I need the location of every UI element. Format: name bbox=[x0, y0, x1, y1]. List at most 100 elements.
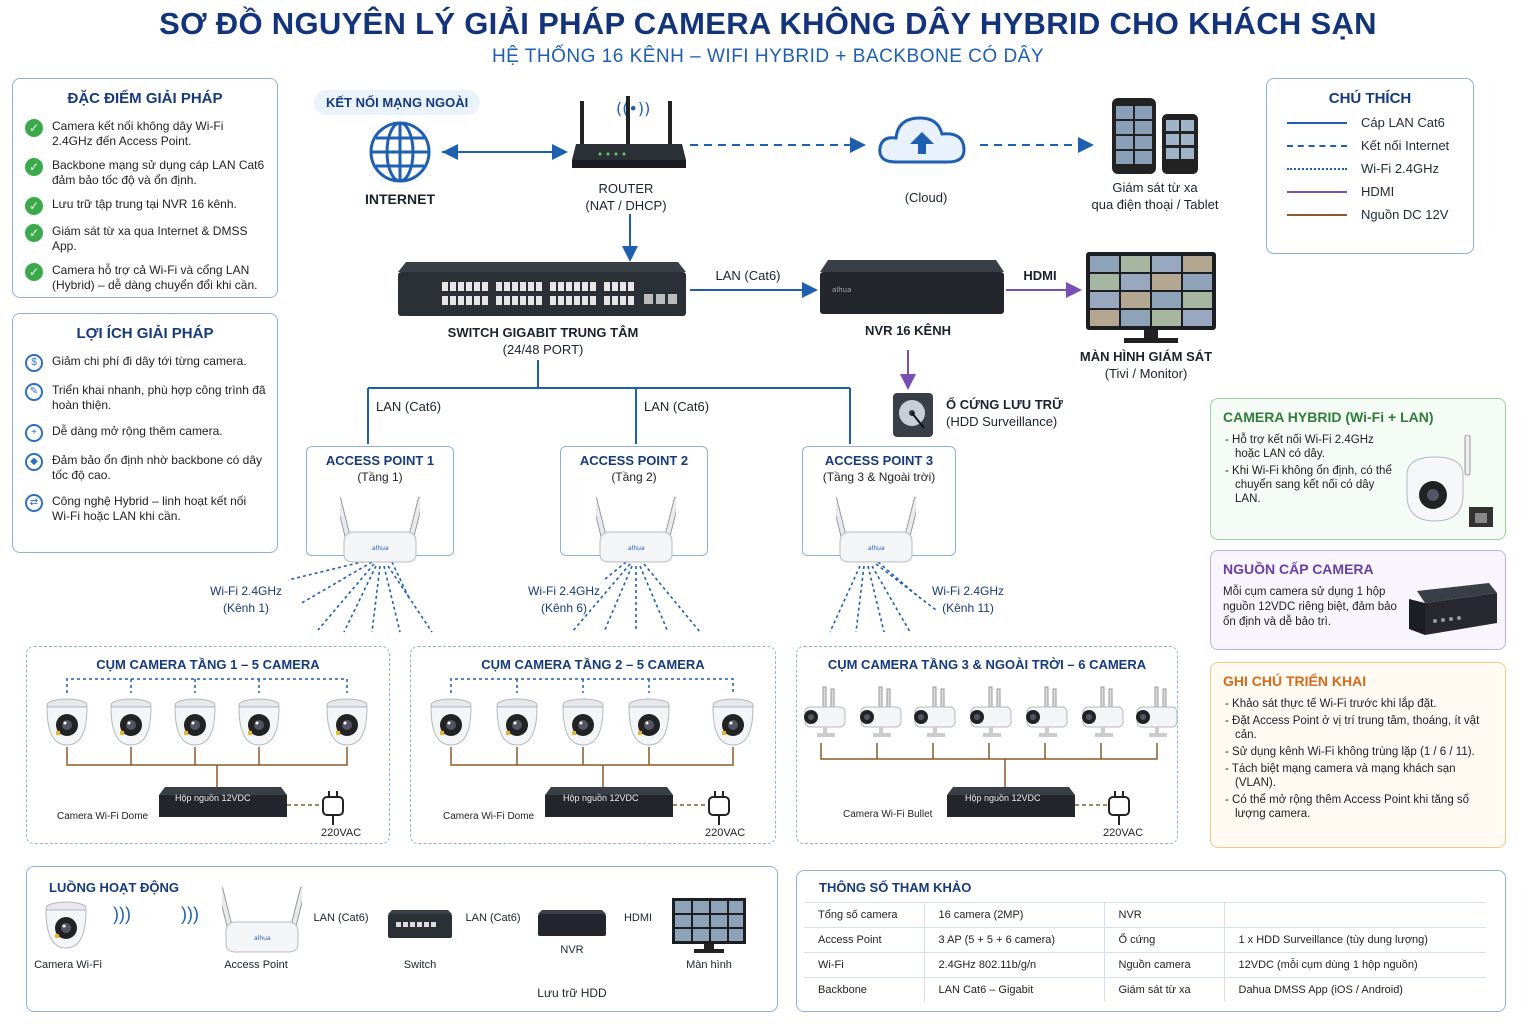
features-panel: ĐẶC ĐIỂM GIẢI PHÁP ✓Camera kết nối không… bbox=[12, 78, 278, 298]
cloud-label: (Cloud) bbox=[904, 190, 948, 205]
check-icon: ✓ bbox=[25, 197, 43, 215]
check-icon: ✓ bbox=[25, 224, 43, 242]
flow-ap-label: Access Point bbox=[224, 959, 288, 971]
note-item: - Tách biệt mạng camera và mạng khách sạ… bbox=[1225, 763, 1456, 789]
hybrid-item: - Hỗ trợ kết nối Wi-Fi 2.4GHz hoặc LAN c… bbox=[1225, 434, 1374, 460]
router-icon: ((•)) bbox=[572, 96, 686, 168]
external-network-tag: KẾT NỐI MẠNG NGOÀI bbox=[314, 90, 481, 115]
benefit-item: +Dễ dàng mở rộng thêm camera. bbox=[25, 424, 267, 442]
hybrid-item: - Khi Wi-Fi không ổn định, có thể chuyển… bbox=[1225, 465, 1392, 505]
note-item: - Sử dụng kênh Wi-Fi không trùng lặp (1 … bbox=[1225, 746, 1475, 758]
legend-item: Kết nối Internet bbox=[1287, 138, 1473, 153]
feature-item: ✓Camera hỗ trợ cả Wi-Fi và cổng LAN (Hyb… bbox=[25, 263, 267, 293]
feature-item: ✓Lưu trữ tập trung tại NVR 16 kênh. bbox=[25, 197, 267, 215]
cluster-3-psu-label: Hộp nguồn 12VDC bbox=[965, 793, 1041, 803]
power-box-icon bbox=[1409, 583, 1497, 635]
access-point-1: ACCESS POINT 1(Tầng 1) bbox=[306, 446, 454, 556]
ap3-wifi-label: Wi-Fi 2.4GHz(Kênh 11) bbox=[932, 584, 1004, 615]
flow-lan-label-2: LAN (Cat6) bbox=[465, 912, 521, 924]
deployment-notes-panel: GHI CHÚ TRIỂN KHAI - Khảo sát thực tế Wi… bbox=[1210, 662, 1506, 848]
flow-nvr-label: NVR bbox=[560, 944, 584, 956]
cluster-2-graphics bbox=[430, 678, 754, 826]
mobile-devices-icon bbox=[1112, 98, 1198, 174]
flow-hdmi-label: HDMI bbox=[623, 912, 653, 924]
flow-panel: LUỒNG HOẠT ĐỘNG bbox=[26, 866, 778, 1012]
cluster-1-graphics bbox=[46, 678, 368, 826]
flow-nvr-icon bbox=[538, 910, 606, 936]
note-item: - Đặt Access Point ở vị trí trung tâm, t… bbox=[1225, 715, 1480, 741]
switch-nvr-lan-label: LAN (Cat6) bbox=[715, 268, 781, 283]
flow-camera-label: Camera Wi-Fi bbox=[34, 959, 102, 971]
cluster-3-ac-label: 220VAC bbox=[1103, 827, 1144, 839]
cluster-3-camera-label: Camera Wi-Fi Bullet bbox=[843, 809, 933, 820]
flow-camera-icon bbox=[45, 901, 87, 949]
flow-monitor-label: Màn hình bbox=[686, 959, 732, 971]
router-label: ROUTER(NAT / DHCP) bbox=[585, 181, 667, 213]
cluster-3-graphics bbox=[803, 686, 1178, 826]
camera-cluster-1: CỤM CAMERA TẦNG 1 – 5 CAMERA Camera Wi-F… bbox=[26, 646, 390, 844]
legend-item: HDMI bbox=[1287, 184, 1473, 199]
hybrid-camera-icon bbox=[1406, 435, 1493, 527]
switch-label: SWITCH GIGABIT TRUNG TÂM(24/48 PORT) bbox=[447, 325, 639, 357]
cluster-2-psu-label: Hộp nguồn 12VDC bbox=[563, 793, 639, 803]
legend-item: Cáp LAN Cat6 bbox=[1287, 115, 1473, 130]
legend-title: CHÚ THÍCH bbox=[1328, 90, 1412, 107]
legend-panel: CHÚ THÍCH Cáp LAN Cat6 Kết nối Internet … bbox=[1266, 78, 1474, 254]
feature-item: ✓Giám sát từ xa qua Internet & DMSS App. bbox=[25, 224, 267, 254]
hdd-icon bbox=[893, 393, 933, 437]
hdd-label: Ổ CỨNG LƯU TRỮ(HDD Surveillance) bbox=[946, 397, 1063, 429]
expand-icon: + bbox=[25, 424, 43, 442]
flow-switch-icon bbox=[388, 910, 452, 938]
specs-title: THÔNG SỐ THAM KHẢO bbox=[807, 875, 984, 900]
power-panel: NGUỒN CẤP CAMERA Mỗi cụm camera sử dụng … bbox=[1210, 550, 1506, 650]
features-title: ĐẶC ĐIỂM GIẢI PHÁP bbox=[67, 90, 223, 107]
ap1-wifi-label: Wi-Fi 2.4GHz(Kênh 1) bbox=[210, 584, 282, 615]
flow-hdd-label: Lưu trữ HDD bbox=[537, 986, 607, 1000]
shield-icon: ◆ bbox=[25, 453, 43, 471]
benefit-item: ⇄Công nghệ Hybrid – linh hoạt kết nối Wi… bbox=[25, 494, 267, 524]
wifi-signal-icon: ))) bbox=[181, 904, 199, 924]
cluster-2-ac-label: 220VAC bbox=[705, 827, 746, 839]
ap3-device-icon bbox=[836, 496, 916, 563]
ap1-device-icon bbox=[340, 496, 420, 563]
flow-switch-label: Switch bbox=[403, 959, 437, 971]
svg-text:alhua: alhua bbox=[832, 286, 851, 294]
benefits-title: LỢI ÍCH GIẢI PHÁP bbox=[76, 325, 214, 342]
nvr-icon: alhua bbox=[820, 260, 1004, 314]
note-item: - Khảo sát thực tế Wi-Fi trước khi lắp đ… bbox=[1225, 698, 1437, 710]
note-item: - Có thể mở rộng thêm Access Point khi t… bbox=[1225, 794, 1470, 820]
hybrid-camera-panel: CAMERA HYBRID (Wi-Fi + LAN) - Hỗ trợ kết… bbox=[1210, 398, 1506, 540]
cluster-1-camera-label: Camera Wi-Fi Dome bbox=[57, 811, 149, 822]
nvr-label: NVR 16 KÊNH bbox=[865, 323, 951, 338]
check-icon: ✓ bbox=[25, 263, 43, 281]
switch-icon bbox=[398, 262, 686, 316]
wifi-signal-icon: ))) bbox=[113, 904, 131, 924]
cluster-1-ac-label: 220VAC bbox=[321, 827, 362, 839]
legend-item: Nguồn DC 12V bbox=[1287, 207, 1473, 222]
monitor-label: MÀN HÌNH GIÁM SÁT(Tivi / Monitor) bbox=[1079, 349, 1213, 381]
camera-cluster-3: CỤM CAMERA TẦNG 3 & NGOÀI TRỜI – 6 CAMER… bbox=[796, 646, 1178, 844]
power-text: Mỗi cụm camera sử dụng 1 hộp nguồn 12VDC… bbox=[1223, 586, 1397, 628]
page-subtitle: HỆ THỐNG 16 KÊNH – WIFI HYBRID + BACKBON… bbox=[491, 46, 1045, 67]
ap2-lan-label: LAN (Cat6) bbox=[644, 399, 710, 414]
ap1-lan-label: LAN (Cat6) bbox=[376, 399, 442, 414]
check-icon: ✓ bbox=[25, 158, 43, 176]
ap2-device-icon bbox=[596, 496, 676, 563]
flow-lan-label-1: LAN (Cat6) bbox=[313, 912, 369, 924]
feature-item: ✓Backbone mạng sử dụng cáp LAN Cat6 đảm … bbox=[25, 158, 267, 188]
nvr-monitor-hdmi-label: HDMI bbox=[1023, 268, 1057, 283]
cluster-1-psu-label: Hộp nguồn 12VDC bbox=[175, 793, 251, 803]
benefit-item: ◆Đảm bảo ổn định nhờ backbone có dây tốc… bbox=[25, 453, 267, 483]
hybrid-icon: ⇄ bbox=[25, 494, 43, 512]
benefit-item: $Giảm chi phí đi dây tới từng camera. bbox=[25, 354, 267, 372]
check-icon: ✓ bbox=[25, 119, 43, 137]
svg-text:((•)): ((•)) bbox=[616, 99, 650, 118]
flow-ap-icon bbox=[222, 886, 302, 953]
monitor-icon bbox=[1086, 252, 1216, 343]
